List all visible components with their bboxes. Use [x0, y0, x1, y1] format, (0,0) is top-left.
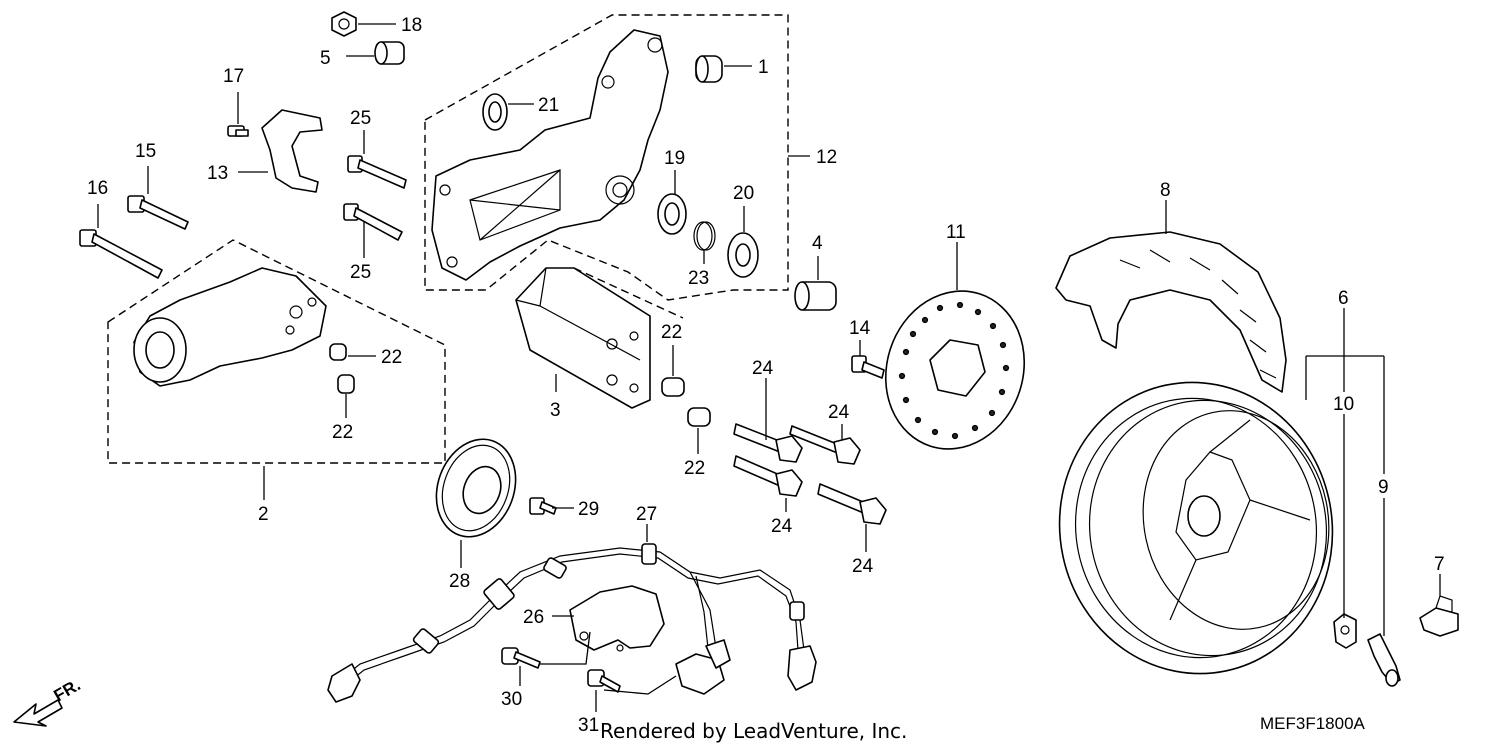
- callout-20: 20: [733, 183, 754, 204]
- callout-26: 26: [523, 607, 544, 628]
- callout-31: 31: [578, 715, 599, 736]
- bolt-part-30: [501, 647, 541, 669]
- callout-23: 23: [688, 268, 709, 289]
- callout-3: 3: [550, 400, 561, 421]
- bolt-part-24-d: [817, 483, 887, 525]
- dowel-part-22-c: [661, 377, 685, 397]
- dowel-part-22-a: [329, 343, 347, 361]
- bolt-part-15: [127, 195, 189, 230]
- bolt-part-31: [587, 669, 621, 693]
- bolt-part-17: [227, 125, 249, 137]
- sensor-bracket-part-26: [569, 585, 665, 652]
- bolt-part-24-b: [789, 425, 861, 465]
- collar-part-5: [374, 41, 405, 65]
- callout-24-d: 24: [852, 556, 874, 577]
- pivot-frame-part-12: [431, 29, 669, 281]
- bolt-part-16: [79, 229, 163, 279]
- callout-12: 12: [816, 147, 837, 168]
- callout-6: 6: [1338, 288, 1349, 309]
- leader-lines: [97, 23, 1441, 712]
- callout-22-b: 22: [332, 422, 353, 443]
- callout-17: 17: [223, 66, 244, 87]
- assembly-outline-3: [573, 267, 684, 319]
- callout-9: 9: [1378, 477, 1389, 498]
- front-direction-indicator: FR.: [13, 675, 84, 727]
- callout-4: 4: [812, 233, 823, 254]
- bolt-part-25-lower: [343, 203, 403, 241]
- bolt-part-29: [529, 497, 557, 515]
- bushing-part-1: [695, 55, 723, 83]
- callout-2: 2: [258, 504, 269, 525]
- balance-weight-part-7: [1419, 595, 1459, 637]
- callout-5: 5: [320, 48, 331, 69]
- collar-part-4: [794, 281, 837, 311]
- bolt-part-24-c: [733, 455, 803, 497]
- callout-1: 1: [758, 57, 769, 78]
- sensor-harness-part-27: [327, 543, 817, 703]
- callout-16: 16: [87, 178, 108, 199]
- valve-stem-part-9: [1367, 633, 1401, 687]
- dowel-part-22-d: [687, 407, 711, 427]
- valve-cap-part-10: [1333, 613, 1357, 649]
- callout-27: 27: [636, 504, 657, 525]
- bearing-part-19: [657, 193, 687, 235]
- assembly-outline-12: [424, 14, 789, 301]
- callout-22-a: 22: [381, 347, 402, 368]
- callout-24-b: 24: [828, 402, 850, 423]
- callout-24-c: 24: [771, 516, 793, 537]
- bolt-part-25-upper: [347, 155, 407, 189]
- callout-13: 13: [207, 163, 228, 184]
- tire-part-8: [1055, 231, 1287, 393]
- assembly-outline-2: [107, 239, 446, 464]
- callout-15: 15: [135, 141, 156, 162]
- housing-part-2: [133, 267, 327, 387]
- bracket-part-13: [261, 109, 323, 193]
- callout-19: 19: [664, 148, 685, 169]
- callout-8: 8: [1160, 180, 1171, 201]
- callout-24-a: 24: [752, 358, 774, 379]
- callout-22-c: 22: [661, 322, 682, 343]
- brake-disc-part-11: [884, 290, 1026, 450]
- callout-30: 30: [501, 689, 522, 710]
- callout-14: 14: [849, 318, 871, 339]
- bolt-part-24-a: [733, 423, 803, 463]
- pulser-ring-part-28: [435, 438, 517, 538]
- front-arrow-icon: [13, 699, 63, 727]
- callout-7: 7: [1434, 554, 1445, 575]
- circlip-part-23: [693, 221, 716, 251]
- callout-28: 28: [449, 571, 470, 592]
- bearing-part-21: [482, 93, 508, 131]
- nut-part-18: [331, 11, 357, 37]
- callout-21: 21: [538, 95, 559, 116]
- callout-18: 18: [401, 15, 422, 36]
- callout-22-d: 22: [684, 458, 705, 479]
- dowel-part-22-b: [337, 374, 355, 394]
- callout-10: 10: [1333, 394, 1354, 415]
- bearing-part-20: [727, 232, 759, 278]
- watermark-text: Rendered by LeadVenture, Inc.: [600, 719, 907, 743]
- callout-11: 11: [946, 222, 966, 243]
- figure-code: MEF3F1800A: [1260, 714, 1366, 733]
- bolt-part-14: [851, 355, 885, 379]
- callout-29: 29: [578, 499, 599, 520]
- arm-part-3: [515, 267, 651, 409]
- callout-numbers: 18 5 1 21 17 13 25 25 15 16 19 20 23 12 …: [87, 15, 1445, 736]
- callout-25-upper: 25: [350, 108, 371, 129]
- callout-25-lower: 25: [350, 262, 371, 283]
- wheel-rim: [1058, 381, 1334, 675]
